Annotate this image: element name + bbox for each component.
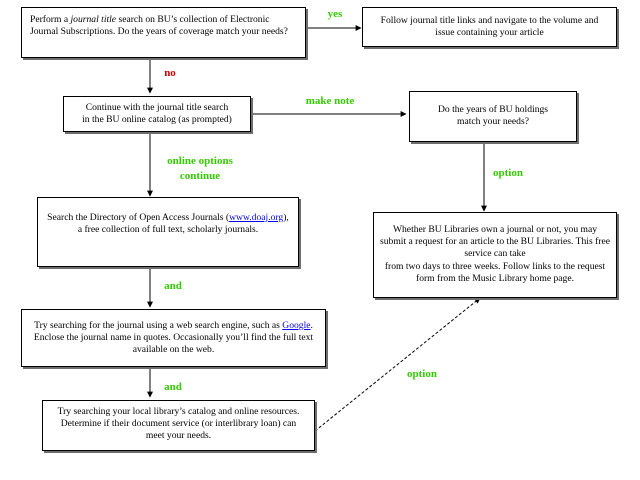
step-text-line2: from two days to three weeks. Follow lin… bbox=[384, 260, 606, 284]
label-online-options-continue: continue bbox=[179, 170, 221, 182]
step-text-line2: match your needs? bbox=[457, 116, 529, 128]
label-make-note: make note bbox=[305, 95, 355, 107]
doaj-link[interactable]: www.doaj.org bbox=[229, 212, 284, 223]
label-no: no bbox=[164, 67, 176, 79]
step-text-line1: Whether BU Libraries own a journal or no… bbox=[380, 224, 610, 260]
label-and-2: and bbox=[164, 381, 182, 393]
step-journal-title-search: Perform a journal title search on BU’s c… bbox=[21, 7, 306, 58]
step-follow-links: Follow journal title links and navigate … bbox=[362, 7, 617, 47]
arrow-option-bottom bbox=[314, 297, 481, 432]
step-text-post: ), a free collection of full text, schol… bbox=[77, 212, 289, 236]
step-submit-article-request: Whether BU Libraries own a journal or no… bbox=[373, 212, 617, 298]
step-search-doaj: Search the Directory of Open Access Jour… bbox=[37, 197, 299, 267]
label-option-right: option bbox=[493, 167, 523, 179]
step-text-line1: Do the years of BU holdings bbox=[437, 104, 549, 115]
step-text-post: . Enclose the journal name in quotes. Oc… bbox=[33, 320, 314, 356]
step-text-post: search on BU’s collection of Electronic … bbox=[30, 14, 288, 38]
step-continue-catalog-search: Continue with the journal title search i… bbox=[63, 96, 251, 132]
step-text-pre: Try searching for the journal using a we… bbox=[34, 320, 283, 331]
label-option-bottom: option bbox=[407, 368, 437, 380]
label-online-options: online options bbox=[167, 155, 233, 167]
label-and-1: and bbox=[164, 280, 182, 292]
step-web-search-engine: Try searching for the journal using a we… bbox=[21, 309, 326, 367]
step-text-em: journal title bbox=[70, 14, 117, 25]
step-text-line2: in the BU online catalog (as prompted) bbox=[82, 114, 232, 126]
label-yes: yes bbox=[327, 8, 343, 20]
step-text-pre: Perform a bbox=[30, 14, 71, 25]
step-local-library-catalog: Try searching your local library’s catal… bbox=[42, 400, 315, 451]
step-text: Try searching your local library’s catal… bbox=[57, 406, 300, 442]
step-text-line1: Continue with the journal title search bbox=[85, 102, 229, 113]
step-text-pre: Search the Directory of Open Access Jour… bbox=[47, 212, 230, 223]
google-link[interactable]: Google bbox=[282, 320, 311, 331]
step-bu-holdings-question: Do the years of BU holdings match your n… bbox=[409, 91, 577, 142]
step-text: Follow journal title links and navigate … bbox=[380, 15, 599, 39]
